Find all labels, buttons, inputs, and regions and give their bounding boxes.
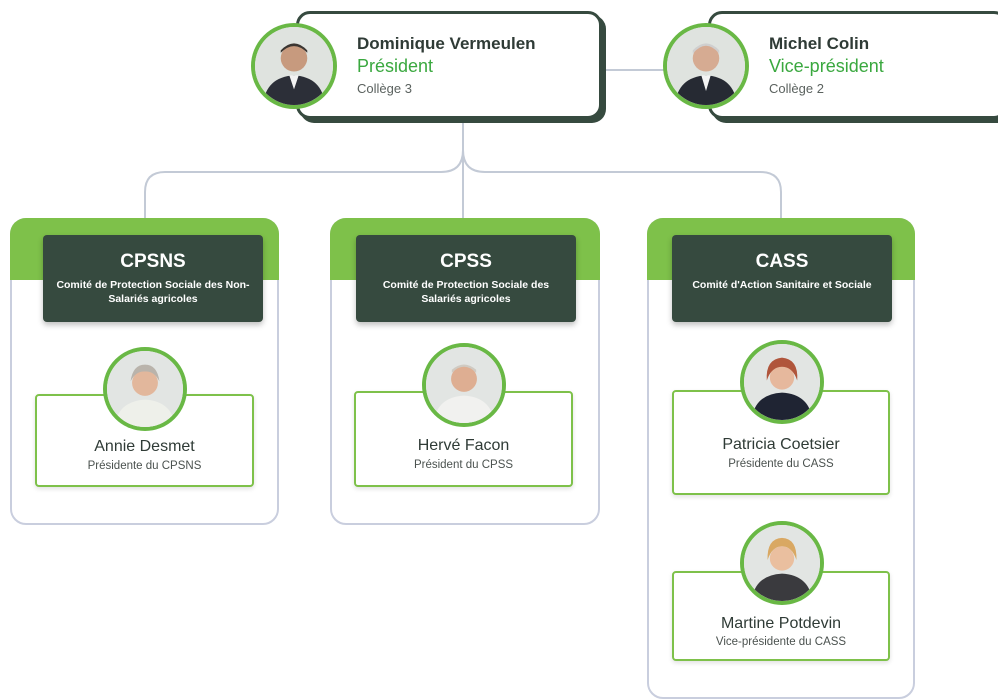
member-role: Présidente du CPSNS	[87, 460, 202, 472]
member-avatar-annie-desmet	[103, 347, 187, 431]
committee-fullname: Comité d'Action Sanitaire et Sociale	[692, 279, 872, 291]
member-name: Hervé Facon	[417, 437, 510, 454]
president-avatar	[251, 23, 337, 109]
vice-president-card: Michel Colin Vice-président Collège 2	[708, 11, 998, 119]
member-avatar-herve-facon	[422, 343, 506, 427]
member-role: Vice-présidente du CASS	[715, 636, 847, 648]
member-avatar-martine-potdevin	[740, 521, 824, 605]
committee-fullname: Comité de Protection Sociale des Non-Sal…	[56, 279, 250, 305]
member-name: Annie Desmet	[94, 438, 195, 455]
committee-fullname: Comité de Protection Sociale des Salarié…	[382, 279, 550, 305]
branch-cass	[462, 122, 782, 240]
president-card: Dominique Vermeulen Président Collège 3	[296, 11, 602, 119]
committee-header-cass: CASS Comité d'Action Sanitaire et Social…	[672, 235, 892, 322]
member-avatar-patricia-coetsier	[740, 340, 824, 424]
committee-header-cpsns: CPSNS Comité de Protection Sociale des N…	[43, 235, 263, 322]
member-name: Patricia Coetsier	[722, 436, 840, 453]
president-name: Dominique Vermeulen	[357, 34, 536, 53]
committee-acronym: CPSS	[440, 251, 492, 272]
vice-president-avatar	[663, 23, 749, 109]
member-name: Martine Potdevin	[720, 615, 842, 632]
member-role: Président du CPSS	[413, 459, 514, 471]
member-card-martine-potdevin: Martine Potdevin Vice-présidente du CASS	[672, 571, 890, 661]
president-role: Président	[357, 56, 434, 76]
vice-president-college: Collège 2	[769, 81, 824, 96]
committee-acronym: CASS	[755, 251, 809, 272]
vice-president-name: Michel Colin	[769, 34, 870, 53]
committee-acronym: CPSNS	[120, 251, 186, 272]
committee-header-cpss: CPSS Comité de Protection Sociale des Sa…	[356, 235, 576, 322]
member-card-annie-desmet: Annie Desmet Présidente du CPSNS	[35, 394, 254, 487]
branch-cpsns	[144, 122, 464, 240]
member-role: Présidente du CASS	[728, 458, 834, 470]
vice-president-role: Vice-président	[769, 56, 884, 76]
president-college: Collège 3	[357, 81, 412, 96]
